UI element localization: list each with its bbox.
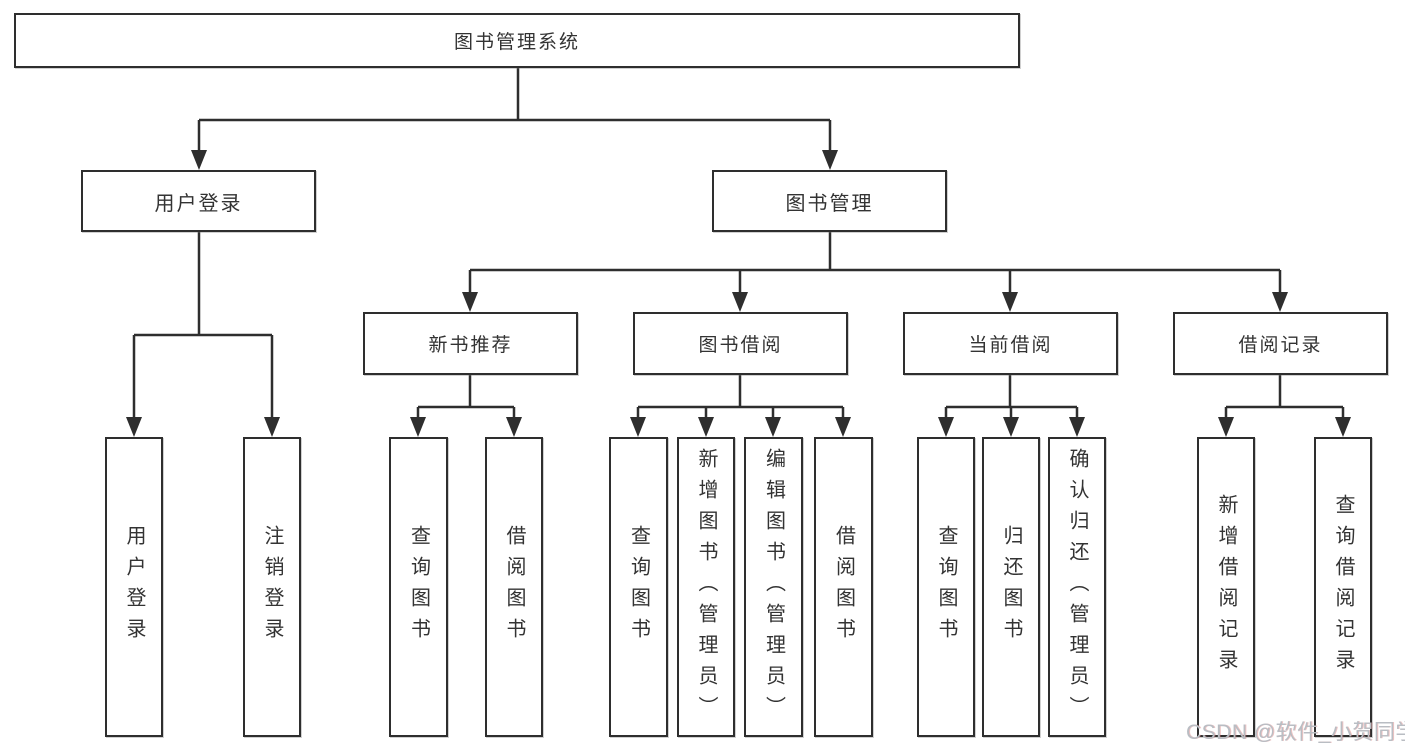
arrowheads [126, 150, 1351, 437]
arrowhead [1069, 417, 1085, 437]
node-label: 查询借阅记录 [1332, 494, 1354, 680]
node-label: 新增借阅记录 [1215, 494, 1237, 680]
node-book-mgmt: 图书管理 [712, 170, 947, 232]
leaf-logout: 注销登录 [243, 437, 301, 737]
leaf-rec-borrow-books: 借阅图书 [485, 437, 543, 737]
arrowhead [822, 150, 838, 170]
connector-current-borrow [944, 375, 1079, 419]
node-label: 用户登录 [154, 192, 243, 215]
node-book-borrow: 图书借阅 [633, 312, 848, 375]
connector-borrow-records [1224, 375, 1345, 419]
node-root: 图书管理系统 [14, 13, 1020, 68]
leaf-br-query-record: 查询借阅记录 [1314, 437, 1372, 737]
connector-book-mgmt [468, 232, 1282, 294]
arrowhead [1003, 417, 1019, 437]
node-current-borrow: 当前借阅 [903, 312, 1118, 375]
leaf-user-login: 用户登录 [105, 437, 163, 737]
arrowhead [630, 417, 646, 437]
node-label: 当前借阅 [968, 335, 1053, 356]
node-label: 借阅记录 [1238, 335, 1323, 356]
arrowhead [732, 292, 748, 312]
leaf-rec-query-books: 查询图书 [389, 437, 448, 737]
connector-new-book-rec [416, 375, 516, 419]
node-new-book-rec: 新书推荐 [363, 312, 578, 375]
arrowhead [1218, 417, 1234, 437]
leaf-bb-edit-books-admin: 编辑图书（管理员） [744, 437, 803, 737]
node-label: 确认归还（管理员） [1066, 447, 1088, 727]
arrowhead [1272, 292, 1288, 312]
arrowhead [264, 417, 280, 437]
arrowhead [1335, 417, 1351, 437]
node-label: 图书管理系统 [453, 32, 580, 53]
arrowhead [462, 292, 478, 312]
node-label: 图书管理 [785, 192, 874, 215]
node-label: 用户登录 [123, 525, 145, 649]
watermark: CSDN @软件_小贺同学 [1186, 721, 1405, 744]
leaf-cb-return-books: 归还图书 [982, 437, 1040, 737]
arrowhead [765, 417, 781, 437]
node-label: 查询图书 [627, 525, 650, 649]
leaf-bb-borrow-books: 借阅图书 [814, 437, 873, 737]
leaf-bb-query-books: 查询图书 [609, 437, 668, 737]
connector-user-login [132, 232, 274, 419]
arrowhead [938, 417, 954, 437]
node-user-login: 用户登录 [81, 170, 316, 232]
node-label: 新增图书（管理员） [695, 447, 717, 727]
node-label: 查询图书 [935, 525, 957, 649]
arrowhead [506, 417, 522, 437]
node-label: 归还图书 [1000, 525, 1022, 649]
arrowhead [126, 417, 142, 437]
leaf-bb-add-books-admin: 新增图书（管理员） [677, 437, 735, 737]
connector-root [197, 68, 832, 152]
arrowhead [698, 417, 714, 437]
leaf-br-add-record: 新增借阅记录 [1197, 437, 1255, 737]
leaf-cb-confirm-return-admin: 确认归还（管理员） [1048, 437, 1106, 737]
arrowhead [835, 417, 851, 437]
arrowhead [410, 417, 426, 437]
node-label: 借阅图书 [832, 525, 855, 649]
node-label: 注销登录 [261, 525, 283, 649]
node-label: 编辑图书（管理员） [762, 447, 785, 727]
node-label: 查询图书 [407, 525, 430, 649]
connector-book-borrow [636, 375, 845, 419]
arrowhead [191, 150, 207, 170]
leaf-cb-query-books: 查询图书 [917, 437, 975, 737]
node-label: 新书推荐 [428, 335, 513, 356]
node-label: 借阅图书 [503, 525, 525, 649]
node-borrow-records: 借阅记录 [1173, 312, 1388, 375]
node-label: 图书借阅 [698, 335, 783, 356]
arrowhead [1002, 292, 1018, 312]
